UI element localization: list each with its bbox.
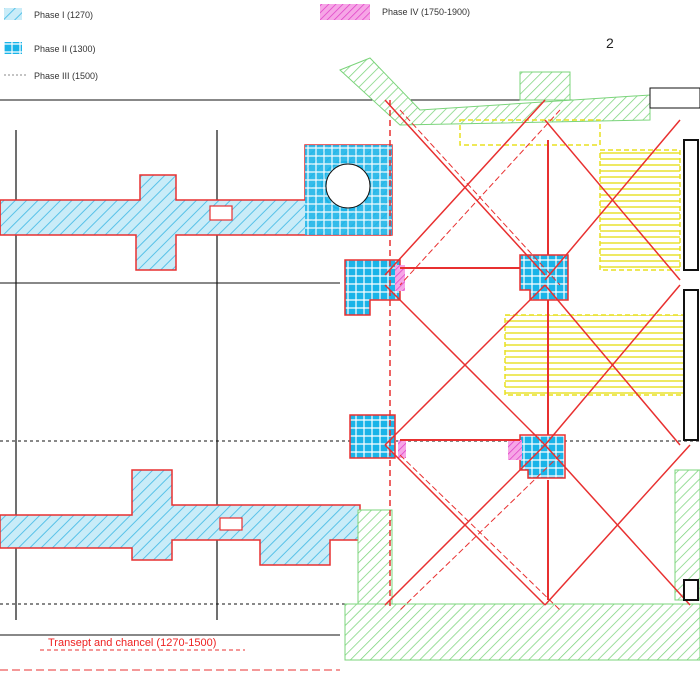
- legend-item-phase4: Phase IV (1750-1900): [320, 4, 470, 20]
- legend: Phase I (1270) Phase II (1300) Phase III…: [4, 4, 470, 81]
- later-walls: [339, 57, 700, 661]
- legend-label-phase2: Phase II (1300): [34, 44, 96, 54]
- legend-swatch-phase4: [320, 4, 370, 20]
- nave-wall-south: [0, 469, 361, 566]
- legend-label-phase3: Phase III (1500): [34, 71, 98, 81]
- plan-number: 2: [606, 35, 614, 51]
- legend-swatch-phase2: [4, 42, 22, 54]
- legend-item-phase1: Phase I (1270): [4, 8, 93, 20]
- legend-item-phase2: Phase II (1300): [4, 42, 96, 54]
- legend-swatch-phase1: [4, 8, 22, 20]
- piers: [344, 254, 569, 479]
- legend-label-phase1: Phase I (1270): [34, 10, 93, 20]
- vault-ribs: [0, 99, 691, 610]
- nave-wall-north: [0, 144, 393, 271]
- choir-stalls: [459, 119, 686, 396]
- legend-label-phase4: Phase IV (1750-1900): [382, 7, 470, 17]
- pier-sw: [349, 414, 396, 459]
- legend-item-phase3: Phase III (1500): [4, 71, 98, 81]
- later-pier-fills: [395, 265, 522, 460]
- plan-caption: Transept and chancel (1270-1500): [48, 637, 216, 649]
- east-wall: [649, 87, 700, 601]
- vault-ribs-dashed: [399, 109, 561, 611]
